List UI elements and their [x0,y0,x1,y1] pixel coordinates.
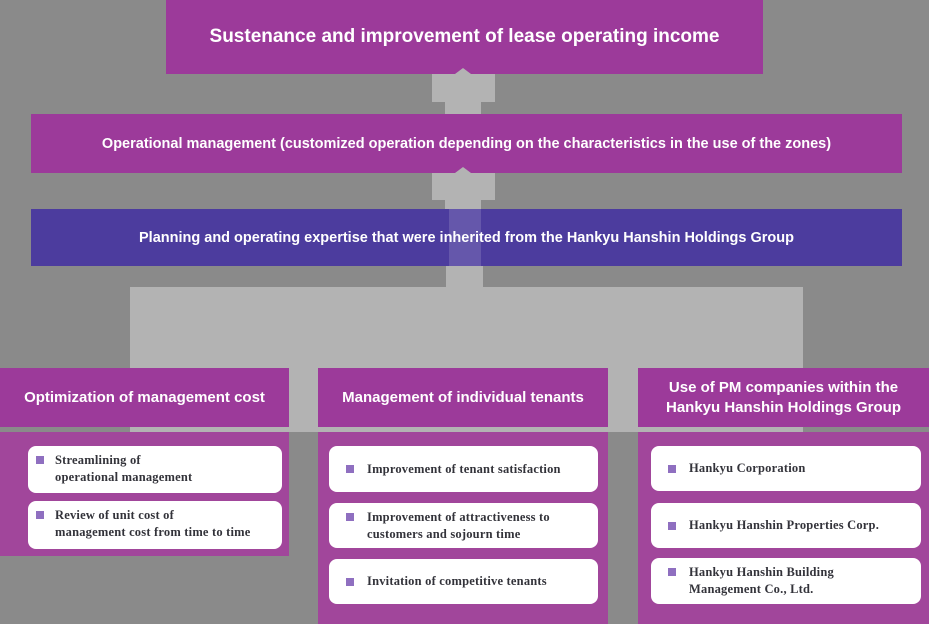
up-arrow-head [432,173,495,200]
column-body: Improvement of tenant satisfaction Impro… [318,432,608,624]
column-header: Optimization of management cost [0,368,289,427]
column-body: Hankyu Corporation Hankyu Hanshin Proper… [638,432,929,624]
up-arrow-icon [455,68,471,74]
list-item-text: Review of unit cost of management cost f… [55,508,251,539]
top-outcome-box: Sustenance and improvement of lease oper… [166,0,763,74]
up-arrow-stem [445,102,481,114]
connector-stem [446,266,483,287]
list-item: Review of unit cost of management cost f… [28,501,282,549]
top-outcome-label: Sustenance and improvement of lease oper… [209,26,720,47]
up-arrow-stem [445,200,481,209]
planning-expertise-box: Planning and operating expertise that we… [31,209,902,266]
square-bullet-icon [668,521,676,530]
list-item-text: Streamlining of operational management [55,453,193,484]
list-item-text: Invitation of competitive tenants [367,574,547,588]
connector-overlay [449,209,481,266]
column-header: Management of individual tenants [318,368,608,427]
planning-expertise-label: Planning and operating expertise that we… [139,229,794,246]
list-item-text: Hankyu Hanshin Properties Corp. [689,518,880,532]
square-bullet-icon [668,568,676,576]
square-bullet-icon [36,456,44,464]
column-header: Use of PM companies within the Hankyu Ha… [638,368,929,427]
list-item-text: Improvement of tenant satisfaction [367,461,561,476]
column-body: Streamlining of operational management R… [0,432,289,556]
list-item: Improvement of tenant satisfaction [329,446,598,492]
list-item: Streamlining of operational management [28,446,282,493]
operational-management-box: Operational management (customized opera… [31,114,902,173]
up-arrow-head [432,74,495,102]
list-item: Improvement of attractiveness to custome… [329,503,598,548]
list-item: Hankyu Corporation [651,446,921,491]
list-item-text: Hankyu Corporation [689,461,806,475]
list-item: Hankyu Hanshin Properties Corp. [651,503,921,548]
list-item: Invitation of competitive tenants [329,559,598,604]
square-bullet-icon [346,465,354,473]
square-bullet-icon [36,511,44,519]
square-bullet-icon [346,577,354,586]
square-bullet-icon [668,464,676,473]
list-item: Hankyu Hanshin Building Management Co., … [651,558,921,604]
list-item-text: Hankyu Hanshin Building Management Co., … [689,565,834,596]
up-arrow-icon [455,167,471,173]
operational-management-label: Operational management (customized opera… [101,135,832,152]
square-bullet-icon [346,513,354,521]
list-item-text: Improvement of attractiveness to custome… [367,510,550,541]
